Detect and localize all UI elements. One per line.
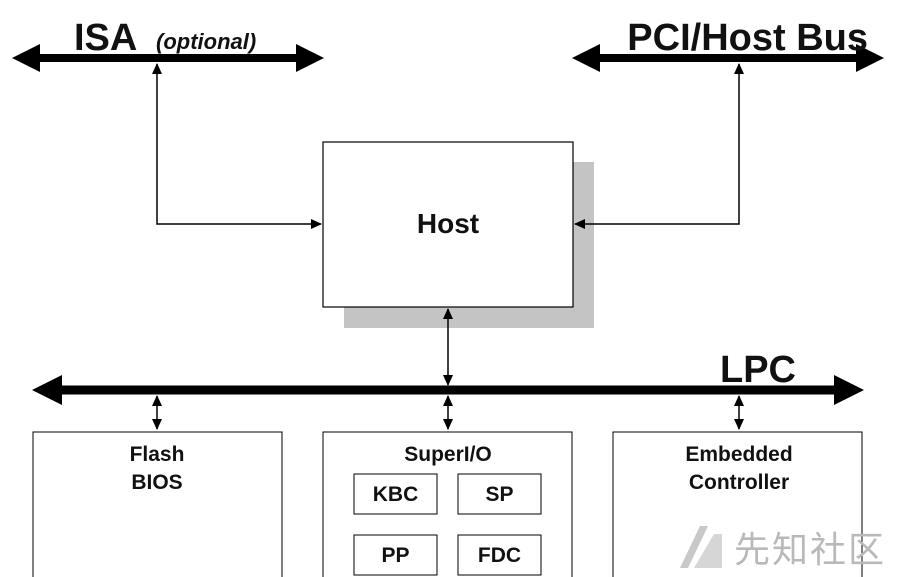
embedded-controller-block <box>612 431 863 577</box>
flash-bios-block <box>32 431 283 577</box>
watermark-text: 先知社区 <box>734 530 887 571</box>
ec-label-line1: Embedded <box>685 443 792 466</box>
ec-label-line2: Controller <box>689 471 789 494</box>
watermark: 先知社区 <box>678 522 886 572</box>
watermark-logo-icon <box>680 526 722 568</box>
host-block <box>322 141 574 308</box>
sp-module <box>457 473 542 515</box>
fdc-module-label: FDC <box>478 544 521 567</box>
isa-bus-label: ISA <box>74 17 137 59</box>
superio-label: SuperI/O <box>404 443 492 466</box>
isa-bus-sublabel: (optional) <box>156 29 256 54</box>
kbc-module <box>353 473 438 515</box>
kbc-module-label: KBC <box>373 483 419 506</box>
flash-bios-label-line1: Flash <box>130 443 185 466</box>
lpc-bus <box>32 375 864 405</box>
pci-host-bus-label: PCI/Host Bus <box>627 17 868 59</box>
sp-module-label: SP <box>485 483 513 506</box>
fdc-module <box>457 534 542 576</box>
lpc-bus-label: LPC <box>720 349 796 391</box>
host-label: Host <box>417 208 479 239</box>
flash-bios-label-line2: BIOS <box>131 471 182 494</box>
pp-module <box>353 534 438 576</box>
pp-module-label: PP <box>381 544 409 567</box>
isa-host-connector <box>152 63 322 229</box>
pci-host-connector <box>574 63 744 229</box>
